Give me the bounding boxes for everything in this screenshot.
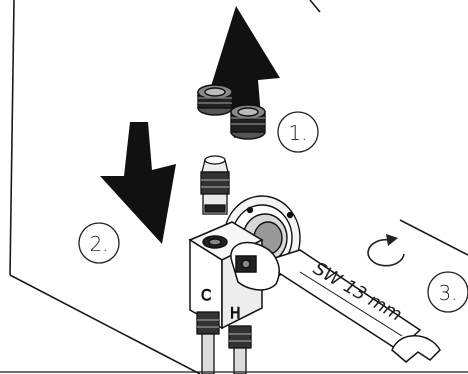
step-1-label: 1. [288,121,307,145]
hot-marking: H [230,306,241,322]
step-2-label: 2. [89,232,108,256]
step-3-label: 3. [438,281,457,305]
check-valve-insert [201,156,229,214]
step-2-marker: 2. [79,223,119,263]
step-3-marker: 3. [428,272,468,312]
arrow-down-icon [100,122,176,244]
rotate-clockwise-icon [368,234,404,266]
step-1-marker: 1. [278,112,318,152]
cold-marking: C [201,288,211,304]
